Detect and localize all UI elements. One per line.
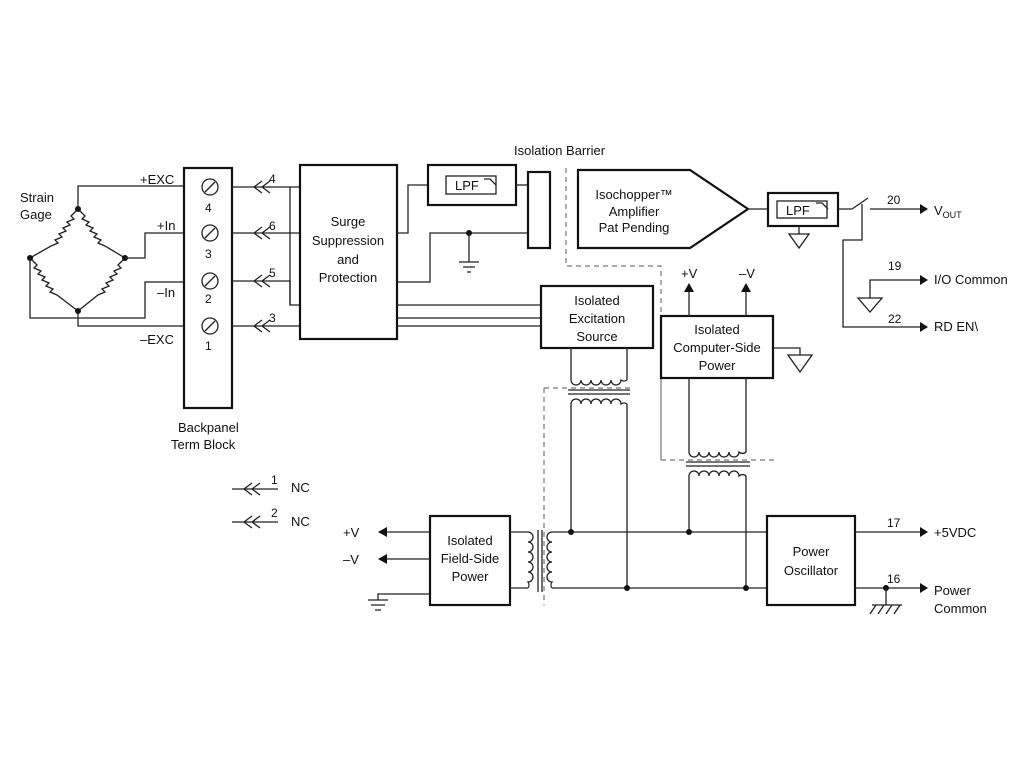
vout-label: VOUT: [934, 203, 962, 220]
plus-5vdc-label: +5VDC: [934, 525, 976, 540]
excitation-label-1: Isolated: [574, 293, 620, 308]
computer-ground-icon: [773, 347, 814, 374]
isochopper-label-3: Pat Pending: [599, 220, 670, 235]
pin-6: 6: [269, 219, 276, 233]
pin-20: 20: [887, 193, 901, 207]
nc-pin-1: [232, 482, 278, 496]
ground-icon: [459, 233, 479, 273]
lpf-output-label: LPF: [786, 203, 810, 218]
read-enable-switch: [838, 197, 920, 210]
field-power-label-2: Field-Side: [441, 551, 500, 566]
screw-terminal-2[interactable]: [201, 272, 219, 290]
term-number-4: 4: [205, 201, 212, 215]
computer-neg-v-label: –V: [739, 266, 755, 281]
field-neg-v-label: –V: [343, 552, 359, 567]
connector-pin-3: [232, 319, 300, 333]
backpanel-term-block: [182, 166, 234, 410]
pin-1-nc: 1: [271, 473, 278, 487]
output-ground-icon: [787, 226, 811, 250]
screw-terminal-4[interactable]: [201, 178, 219, 196]
pin-17: 17: [887, 516, 901, 530]
field-side-power-block: [428, 514, 512, 607]
field-side-transformer: [510, 530, 767, 592]
isolation-barrier-label: Isolation Barrier: [514, 143, 606, 158]
surge-label-3: and: [337, 252, 359, 267]
terminal-label-exc-neg: –EXC: [140, 332, 174, 347]
connector-pin-6: [232, 226, 300, 240]
field-ground-icon: [368, 599, 388, 611]
isochopper-label-2: Amplifier: [609, 204, 660, 219]
lpf-input-label: LPF: [455, 178, 479, 193]
isolation-barrier-line: [543, 168, 775, 605]
pin-3: 3: [269, 311, 276, 325]
connector-pin-4: [232, 180, 300, 194]
computer-power-label-3: Power: [699, 358, 737, 373]
terminal-label-in-pos: +In: [157, 218, 175, 233]
strain-gage-label-2: Gage: [20, 207, 52, 222]
isochopper-amplifier: [576, 168, 750, 250]
surge-label-1: Surge: [331, 214, 366, 229]
surge-label-2: Suppression: [312, 233, 384, 248]
screw-terminal-3[interactable]: [201, 224, 219, 242]
oscillator-label-2: Oscillator: [784, 563, 839, 578]
excitation-label-2: Excitation: [569, 311, 625, 326]
field-pos-v-label: +V: [343, 525, 360, 540]
power-common-label-1: Power: [934, 583, 972, 598]
io-common-label: I/O Common: [934, 272, 1008, 287]
pin-2-nc: 2: [271, 506, 278, 520]
io-common-ground-icon: [856, 279, 920, 313]
strain-gage-bridge: [27, 206, 128, 314]
rd-en-label: RD EN\: [934, 319, 978, 334]
field-power-label-3: Power: [452, 569, 490, 584]
lpf-input-block: [426, 163, 518, 207]
excitation-source-block: [539, 284, 655, 350]
excitation-transformer: [568, 348, 630, 588]
strain-gage-label-1: Strain: [20, 190, 54, 205]
pin-5: 5: [269, 266, 276, 280]
pin-19: 19: [888, 259, 902, 273]
pin-4: 4: [269, 172, 276, 186]
screw-terminal-1[interactable]: [201, 317, 219, 335]
isochopper-label-1: Isochopper™: [595, 187, 672, 202]
computer-power-label-2: Computer-Side: [673, 340, 760, 355]
terminal-label-exc-pos: +EXC: [140, 172, 174, 187]
oscillator-label-1: Power: [793, 544, 831, 559]
term-number-1: 1: [205, 339, 212, 353]
terminal-label-in-neg: –In: [157, 285, 175, 300]
computer-side-transformer: [686, 378, 750, 588]
pin-22: 22: [888, 312, 902, 326]
nc-label-1: NC: [291, 480, 310, 495]
computer-pos-v-label: +V: [681, 266, 698, 281]
computer-side-power-block: [659, 314, 775, 380]
backpanel-label-1: Backpanel: [178, 420, 239, 435]
nc-label-2: NC: [291, 514, 310, 529]
power-common-label-2: Common: [934, 601, 987, 616]
term-number-3: 3: [205, 247, 212, 261]
chassis-ground-icon: [869, 588, 902, 615]
excitation-label-3: Source: [576, 329, 617, 344]
backpanel-label-2: Term Block: [171, 437, 236, 452]
lpf-output-symbol: [776, 200, 828, 219]
pin-16: 16: [887, 572, 901, 586]
surge-suppression-block: [298, 163, 399, 341]
computer-power-label-1: Isolated: [694, 322, 740, 337]
field-power-label-1: Isolated: [447, 533, 493, 548]
surge-label-4: Protection: [319, 270, 378, 285]
term-number-2: 2: [205, 292, 212, 306]
isolation-capacitor: [526, 170, 552, 250]
nc-pin-2: [232, 515, 278, 529]
power-oscillator-block: [765, 514, 857, 607]
